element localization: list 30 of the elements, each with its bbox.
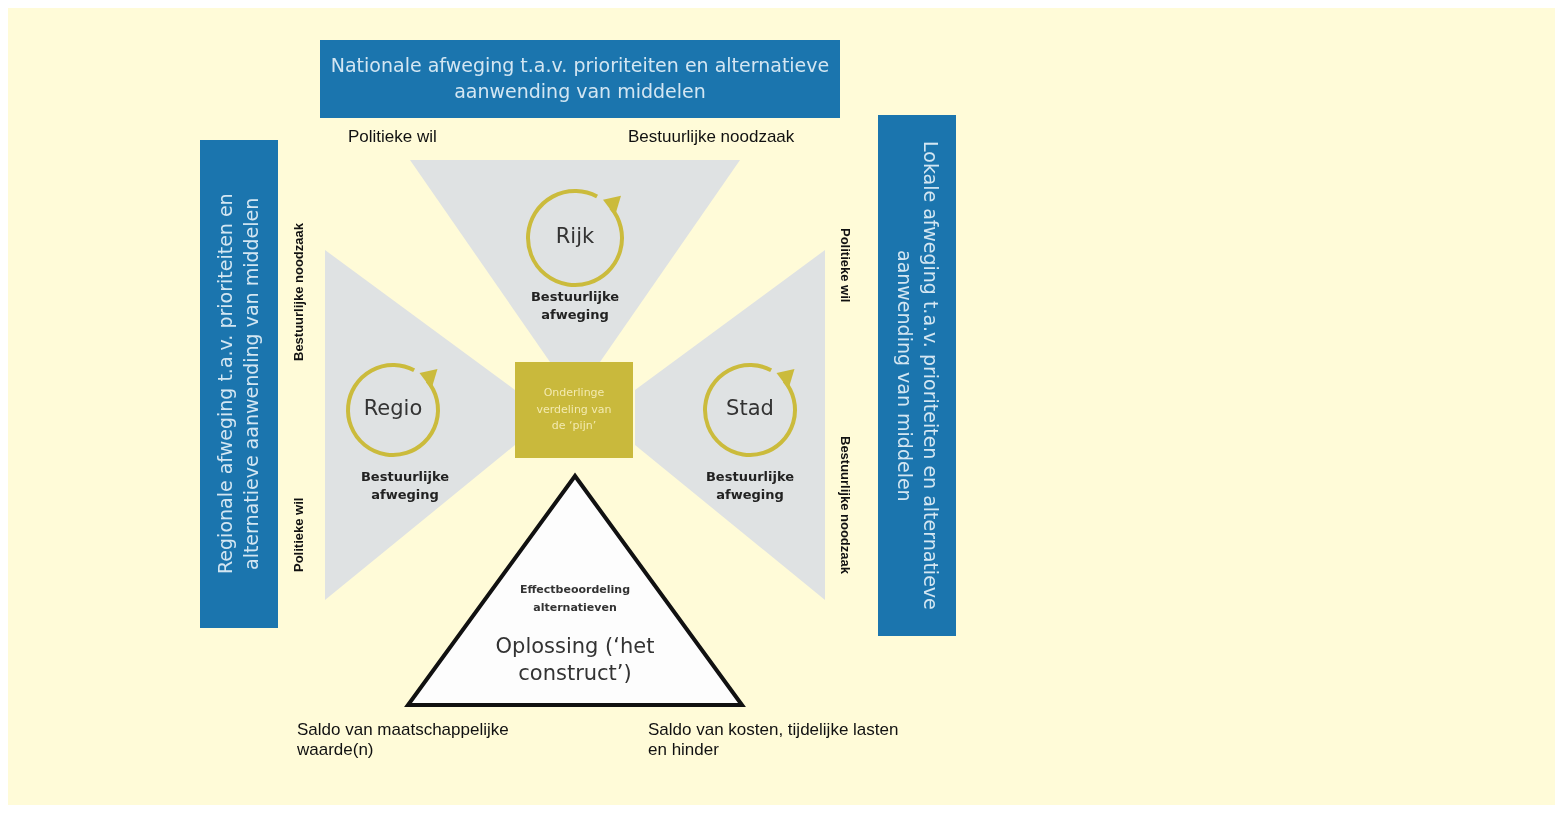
circle-label: Regio [362,396,424,420]
wedge-text: Bestuurlijke afweging [704,468,796,504]
title-band [320,40,840,118]
center-square [515,362,633,458]
triangle-heading: Effectbeoordeling alternatieven [518,582,632,616]
cycle-circle [525,188,625,288]
side-label: Politieke wil [348,127,437,147]
side-band [878,115,956,636]
side-label: Saldo van maatschappelijke waarde(n) [297,720,510,760]
wedge-shape [635,250,825,600]
band-text: Nationale afweging t.a.v. prioriteiten en alternatieve aanwending van middelen [329,53,831,104]
band-text: Regionale afweging t.a.v. prioriteiten en alternatieve aanwending van middelen [213,192,263,577]
side-label: Politieke wil [291,496,306,575]
wedge-shape [325,250,515,600]
wedge-text: Bestuurlijke afweging [359,468,451,504]
side-label: Politieke wil [838,226,853,305]
cycle-circle [345,362,441,458]
wedge-text: Bestuurlijke afweging [529,288,621,324]
side-label: Bestuurlijke noodzaak [291,222,306,364]
circle-label: Stad [725,396,775,420]
side-label: Bestuurlijke noodzaak [838,435,853,576]
side-label: Bestuurlijke noodzaak [628,127,795,147]
side-label: Saldo van kosten, tijdelijke lasten en hinder [648,720,900,760]
cycle-circle [702,362,798,458]
wedge-shape [410,160,740,362]
square-text: Onderlinge verdeling van de ‘pijn’ [535,385,613,435]
circle-label: Rijk [554,224,596,248]
triangle-text: Oplossing (‘het construct’) [494,633,656,688]
band-text: Lokale afweging t.a.v. prioriteiten en alternatieve aanwending van middelen [893,140,943,612]
side-band [200,140,278,628]
